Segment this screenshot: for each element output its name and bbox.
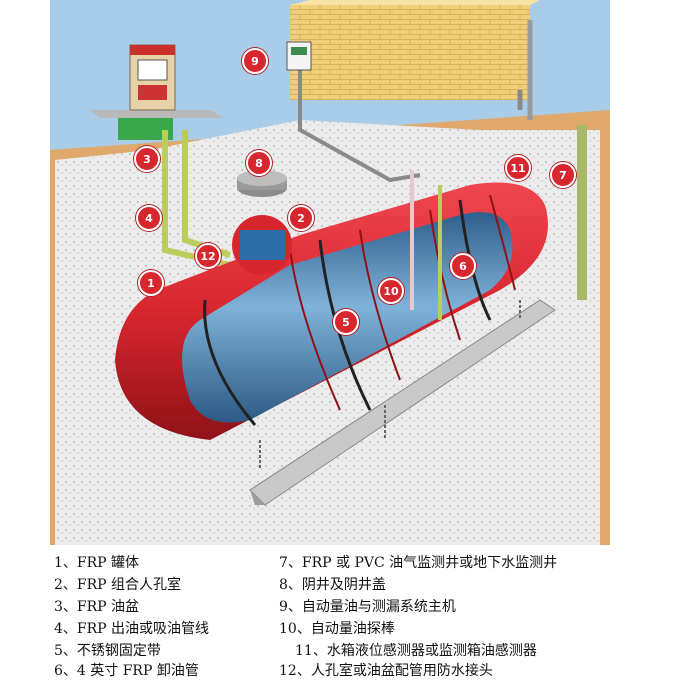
callout-10: 10	[378, 278, 404, 304]
callout-4: 4	[136, 205, 162, 231]
legend-item-5: 5、不锈钢固定带	[54, 643, 161, 659]
monitor-console-icon	[286, 41, 312, 71]
diagram-scene: 1 2 3 4 5 6 7 8 9 10 11 12	[50, 0, 610, 545]
callout-6: 6	[450, 253, 476, 279]
callout-3: 3	[134, 146, 160, 172]
legend-item-7: 7、FRP 或 PVC 油气监测井或地下水监测井	[279, 555, 558, 571]
oil-sump	[118, 118, 173, 140]
callout-9: 9	[242, 48, 268, 74]
legend-item-12: 12、人孔室或油盆配管用防水接头	[279, 663, 493, 679]
brick-wall	[290, 5, 530, 100]
callout-2: 2	[288, 205, 314, 231]
callout-5: 5	[333, 309, 359, 335]
legend-item-6: 6、4 英寸 FRP 卸油管	[54, 663, 199, 679]
legend-item-11: 11、水箱液位感测器或监测箱油感测器	[295, 643, 537, 659]
callout-7: 7	[550, 162, 576, 188]
legend-item-4: 4、FRP 出油或吸油管线	[54, 621, 210, 637]
tank-installation-illustration	[50, 0, 610, 545]
fuel-dispenser-icon	[129, 44, 176, 111]
callout-11: 11	[505, 155, 531, 181]
legend-item-8: 8、阴井及阴井盖	[279, 577, 386, 593]
legend-item-10: 10、自动量油探棒	[279, 621, 395, 637]
manhole-chamber	[232, 215, 292, 275]
vent-pipe	[298, 70, 421, 183]
callout-1: 1	[138, 270, 164, 296]
legend-item-9: 9、自动量油与测漏系统主机	[279, 599, 456, 615]
callout-12: 12	[195, 243, 221, 269]
callout-8: 8	[246, 150, 272, 176]
legend-item-3: 3、FRP 油盆	[54, 599, 140, 615]
legend-item-1: 1、FRP 罐体	[54, 555, 140, 571]
legend-item-2: 2、FRP 组合人孔室	[54, 577, 182, 593]
legend: 1、FRP 罐体 2、FRP 组合人孔室 3、FRP 油盆 4、FRP 出油或吸…	[0, 548, 681, 681]
dispenser-island	[90, 110, 225, 118]
